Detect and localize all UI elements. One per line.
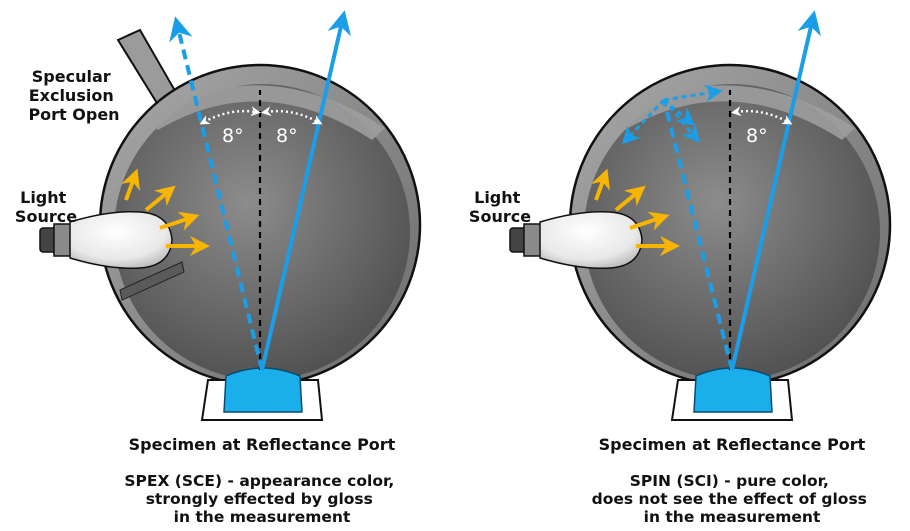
right-light-ray: [591, 168, 610, 201]
left-specimen-label: Specimen at Reflectance Port: [129, 435, 396, 454]
left-specular-ray-dashed: [169, 16, 264, 371]
right-light-label-line: Light: [474, 188, 521, 207]
right-sphere-group: 8° Light Source Specimen at Reflectance …: [469, 10, 892, 526]
left-caption-line: strongly effected by gloss: [146, 490, 373, 508]
left-caption-line: in the measurement: [174, 508, 351, 526]
left-baffle: [119, 261, 185, 301]
left-incident-ray: [260, 10, 352, 371]
left-specimen: [223, 367, 303, 413]
left-light-ray: [144, 185, 176, 212]
right-light-rays: [591, 168, 680, 256]
right-specular-ray-dashed: [662, 99, 734, 371]
left-light-ray: [121, 168, 140, 201]
right-light-bulb-icon: [509, 210, 643, 270]
left-light-ray: [159, 211, 200, 231]
right-light-label-line: Source: [469, 207, 531, 226]
right-caption-line: SPIN (SCI) - pure color,: [630, 472, 829, 490]
specular-port-label-line: Exclusion: [29, 86, 114, 105]
right-specimen-label: Specimen at Reflectance Port: [599, 435, 866, 454]
left-sphere-group: 8° 8° Specular Exclusion Port Open Light…: [15, 10, 422, 526]
right-sphere-cavity: [584, 84, 880, 380]
left-light-source-label: Light Source: [15, 188, 77, 226]
left-light-label-line: Light: [20, 188, 67, 207]
left-angle-label-left: 8°: [222, 125, 244, 147]
right-angle-arc: [731, 106, 793, 125]
right-specimen: [693, 367, 773, 413]
right-scatter-ray: [662, 99, 700, 143]
right-caption: SPIN (SCI) - pure color, does not see th…: [592, 472, 873, 526]
right-incident-ray: [730, 10, 822, 371]
left-light-rays: [121, 168, 210, 256]
left-angle-label-right: 8°: [276, 125, 298, 147]
specular-port-label: Specular Exclusion Port Open: [28, 67, 119, 124]
left-light-bulb-icon: [39, 210, 173, 270]
specular-port-label-line: Port Open: [28, 105, 119, 124]
right-caption-line: does not see the effect of gloss: [592, 490, 867, 508]
left-angle-arc-right: [261, 106, 323, 125]
left-sphere-cavity: [114, 84, 410, 380]
left-caption-line: SPEX (SCE) - appearance color,: [124, 472, 394, 490]
right-light-ray: [614, 185, 646, 212]
specular-port-label-line: Specular: [32, 67, 111, 86]
left-caption: SPEX (SCE) - appearance color, strongly …: [124, 472, 399, 526]
right-light-source-label: Light Source: [469, 188, 531, 226]
right-caption-line: in the measurement: [644, 508, 821, 526]
right-angle-label: 8°: [746, 125, 768, 147]
right-light-ray: [629, 211, 670, 231]
left-light-label-line: Source: [15, 207, 77, 226]
